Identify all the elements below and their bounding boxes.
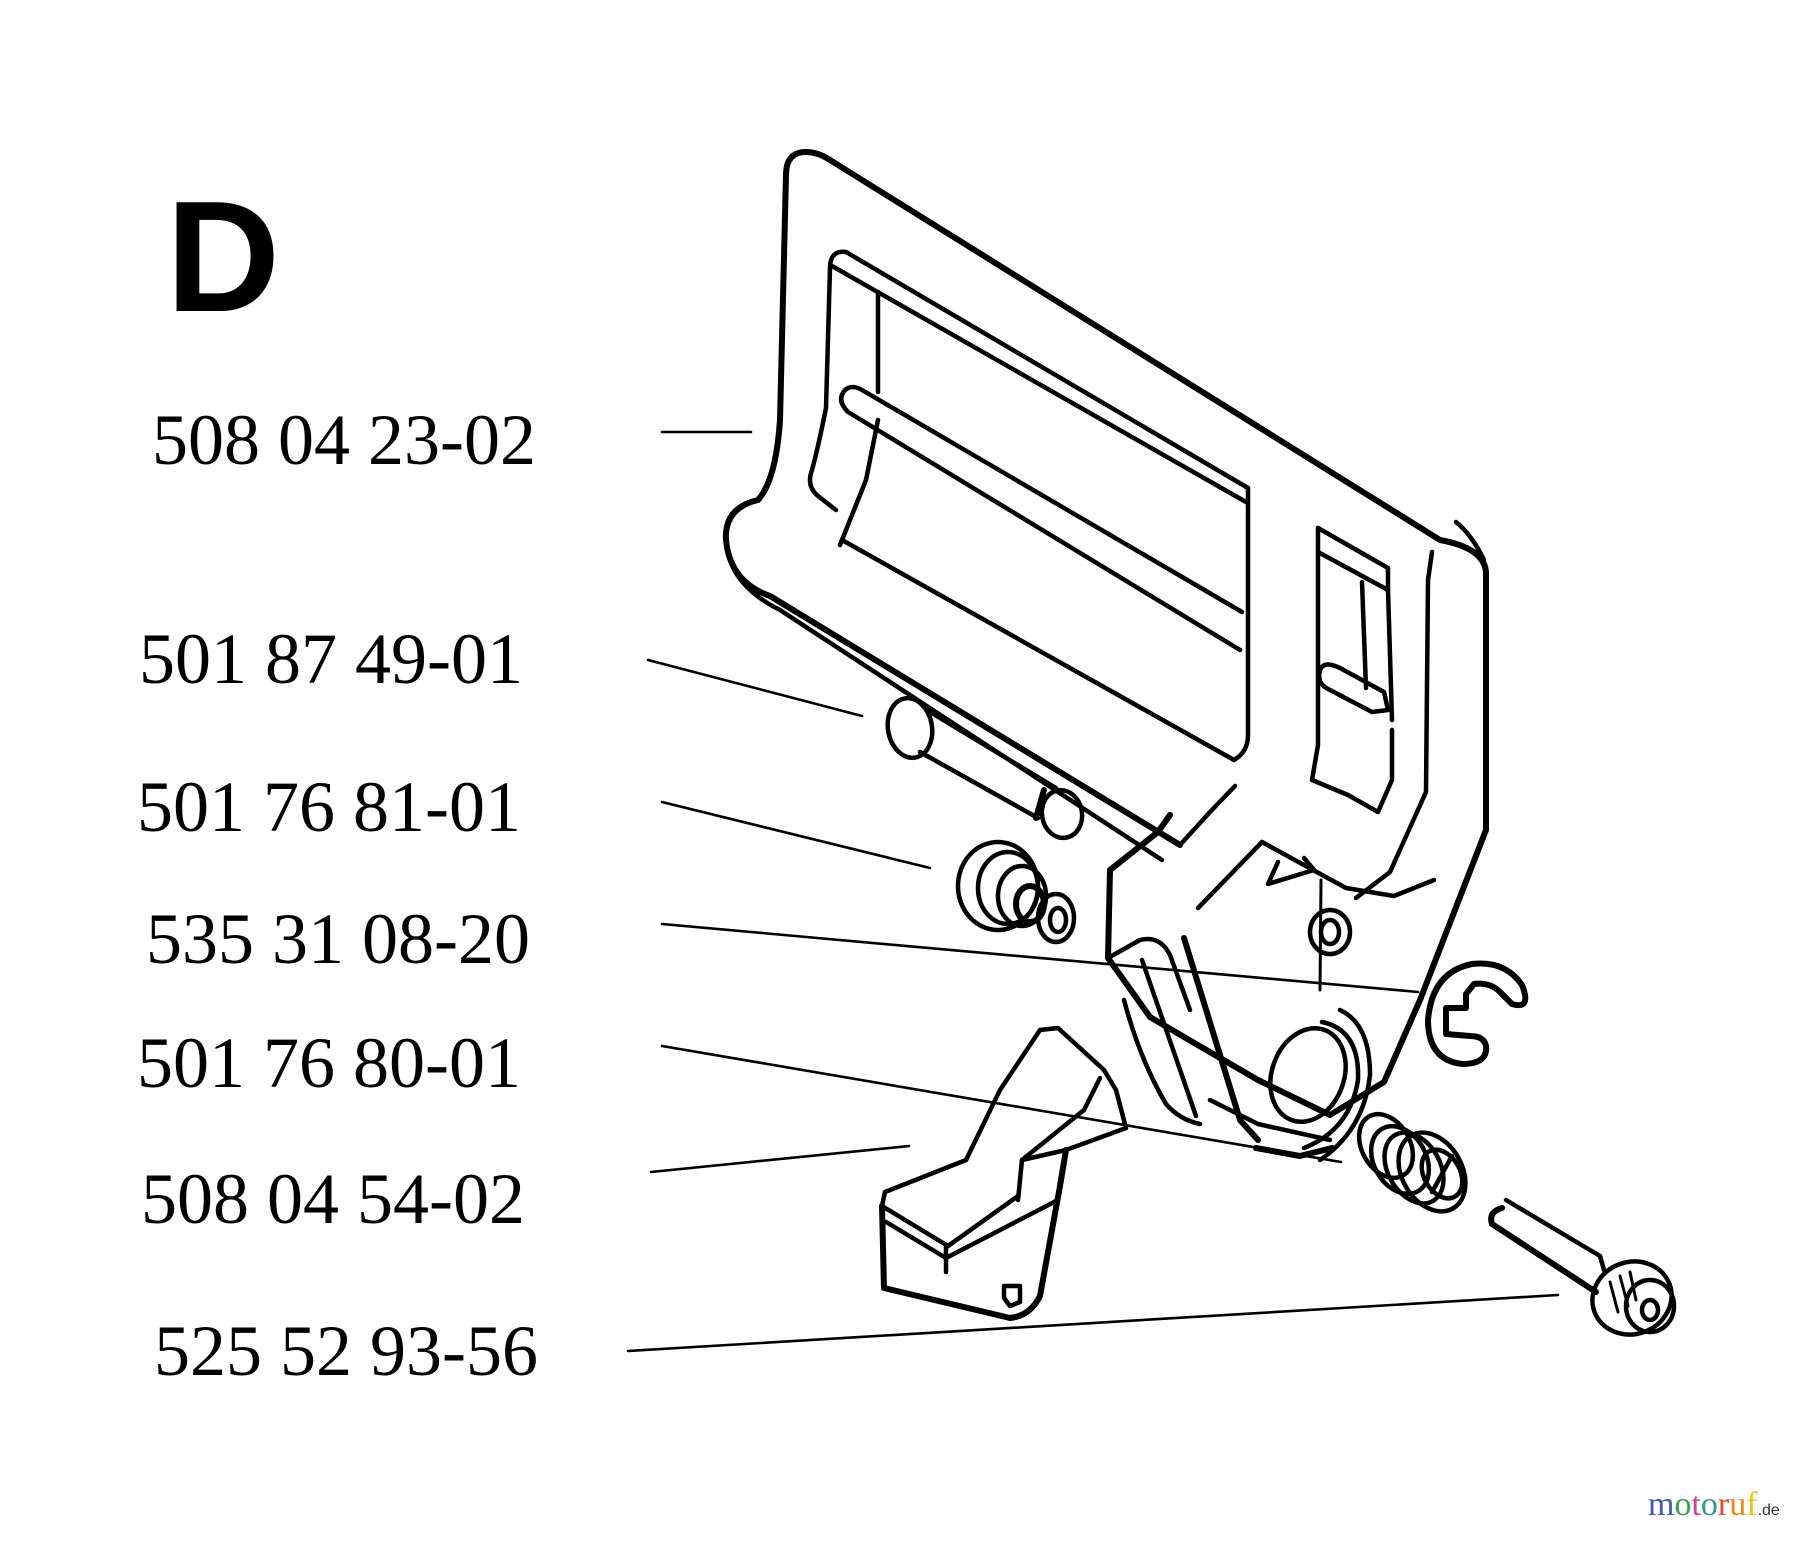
watermark-letter: u xyxy=(1729,1486,1747,1523)
part-number-label: 508 04 54-02 xyxy=(141,1159,525,1239)
watermark-letter: t xyxy=(1691,1486,1701,1523)
leader-line xyxy=(646,658,864,718)
leader-line xyxy=(649,1144,911,1174)
watermark-tld: .de xyxy=(1757,1502,1780,1519)
bushing-part xyxy=(955,839,1077,945)
section-letter: D xyxy=(166,169,281,345)
leader-line xyxy=(660,800,932,870)
watermark-letter: m xyxy=(1648,1486,1675,1523)
part-number-label: 501 76 80-01 xyxy=(137,1023,521,1103)
hand-guard-part xyxy=(722,149,1489,1163)
pin-part xyxy=(885,695,1085,841)
leader-line xyxy=(626,1293,1560,1353)
watermark-letter: o xyxy=(1700,1486,1718,1523)
leader-line xyxy=(660,1044,1343,1164)
part-number-label: 508 04 23-02 xyxy=(152,400,536,480)
watermark-letter: o xyxy=(1674,1486,1692,1523)
leader-line xyxy=(660,922,1420,994)
circlip-part xyxy=(1425,960,1529,1067)
leader-lines xyxy=(626,430,1560,1353)
watermark-letter: r xyxy=(1717,1486,1730,1523)
lever-part xyxy=(879,1025,1129,1321)
watermark-letter: f xyxy=(1746,1486,1758,1523)
part-number-label: 501 76 81-01 xyxy=(137,767,521,847)
part-number-label: 525 52 93-56 xyxy=(154,1311,538,1391)
watermark-logo: motoruf.de xyxy=(1648,1488,1780,1522)
part-number-label: 501 87 49-01 xyxy=(139,619,523,699)
part-number-label: 535 31 08-20 xyxy=(146,899,530,979)
screw-part xyxy=(1488,1197,1677,1337)
threaded-bushing-part xyxy=(1356,1111,1468,1214)
watermark-text: motoruf xyxy=(1648,1486,1758,1523)
